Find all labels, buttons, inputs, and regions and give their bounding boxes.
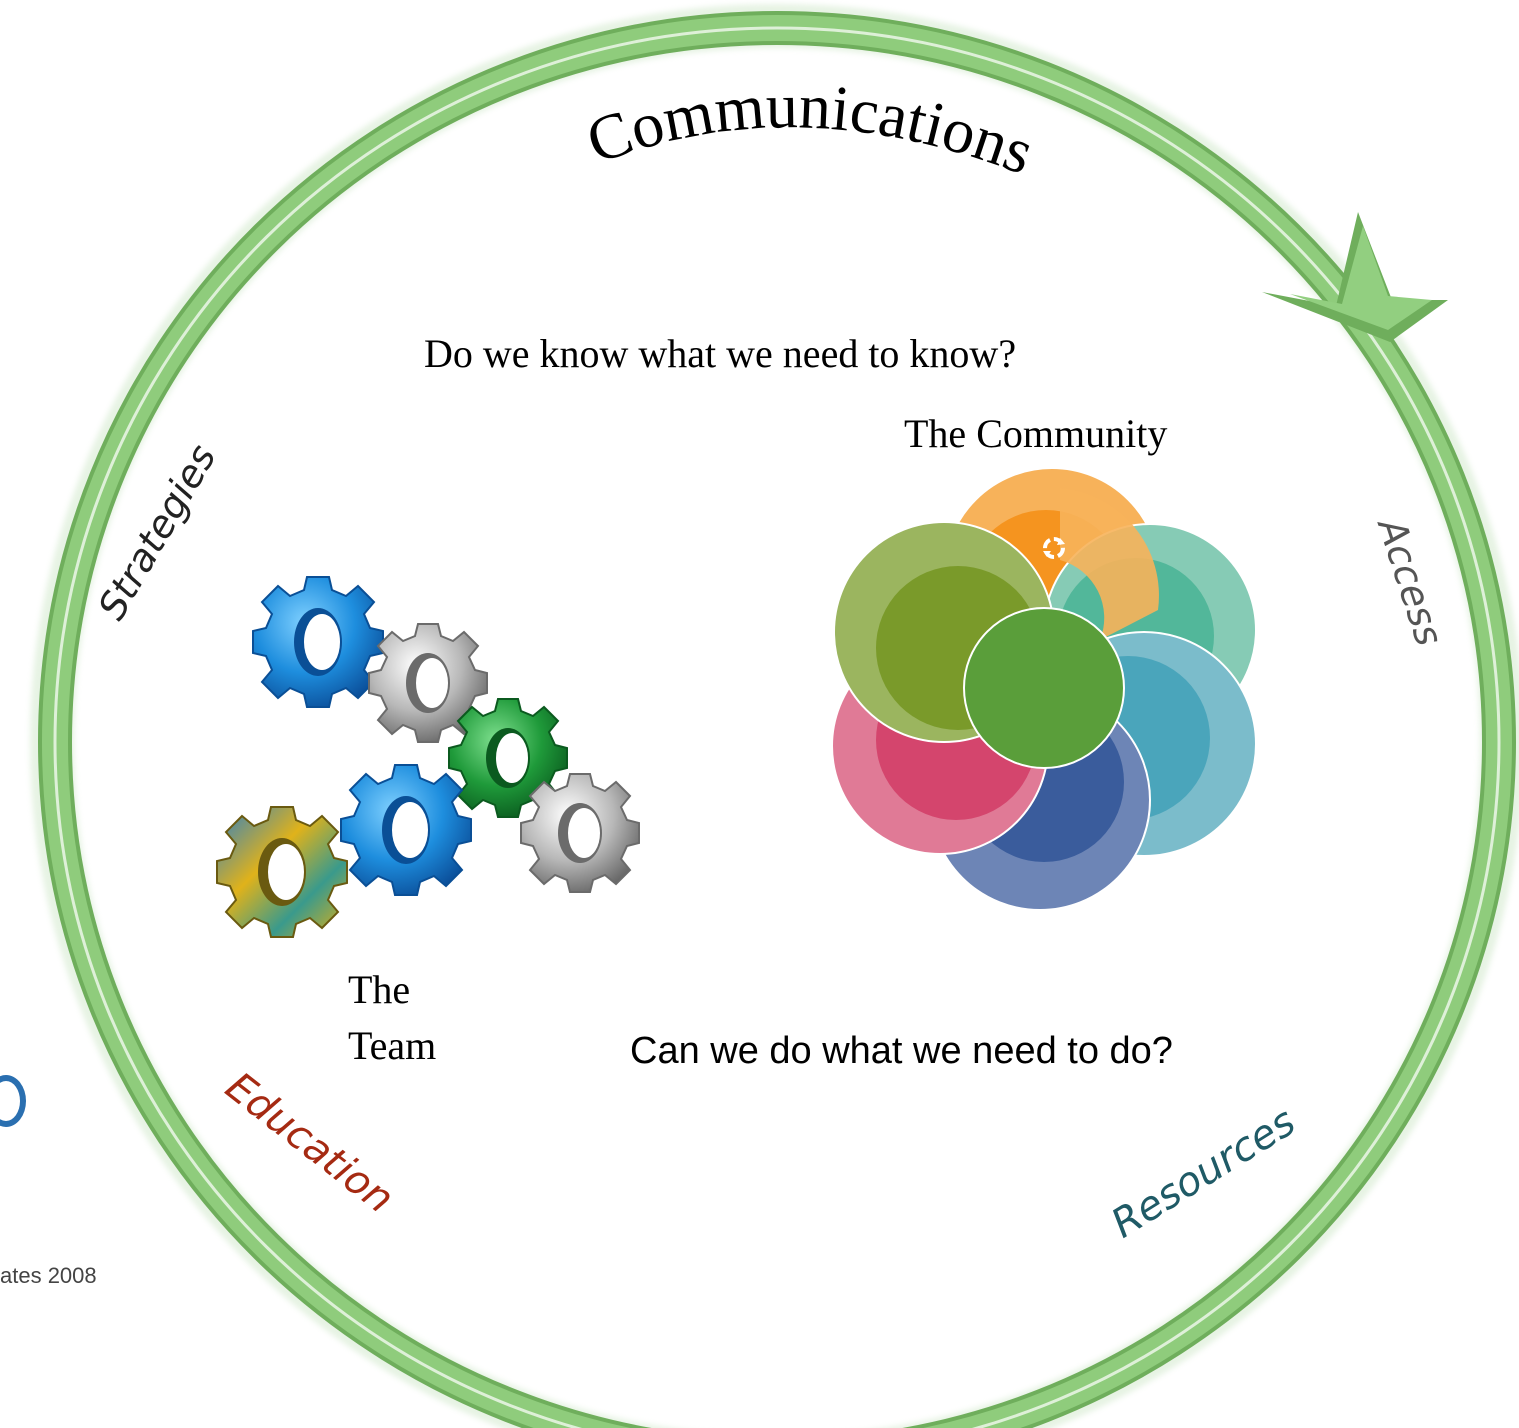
gear-icon xyxy=(368,623,488,743)
gear-icon xyxy=(520,773,640,893)
question-do: Can we do what we need to do? xyxy=(630,1030,1173,1072)
team-label-line2: Team xyxy=(348,1023,437,1068)
communications-title: Communications xyxy=(578,70,1043,188)
community-center xyxy=(963,607,1125,769)
petal-orange-top xyxy=(1060,488,1159,640)
cycle-ring xyxy=(30,4,1519,1428)
gear-icon xyxy=(216,806,348,938)
team-label-line1: The xyxy=(348,967,411,1012)
cycle-arrowhead xyxy=(1262,212,1448,342)
community-flower xyxy=(831,467,1257,911)
gear-icon xyxy=(340,764,472,896)
left-edge-glyph xyxy=(0,1075,26,1127)
question-know: Do we know what we need to know? xyxy=(424,331,1017,376)
copyright-fragment: ates 2008 xyxy=(0,1263,97,1288)
team-gears xyxy=(216,576,640,938)
recycle-icon xyxy=(1043,537,1065,559)
community-label: The Community xyxy=(904,411,1168,456)
gear-icon xyxy=(252,576,384,708)
